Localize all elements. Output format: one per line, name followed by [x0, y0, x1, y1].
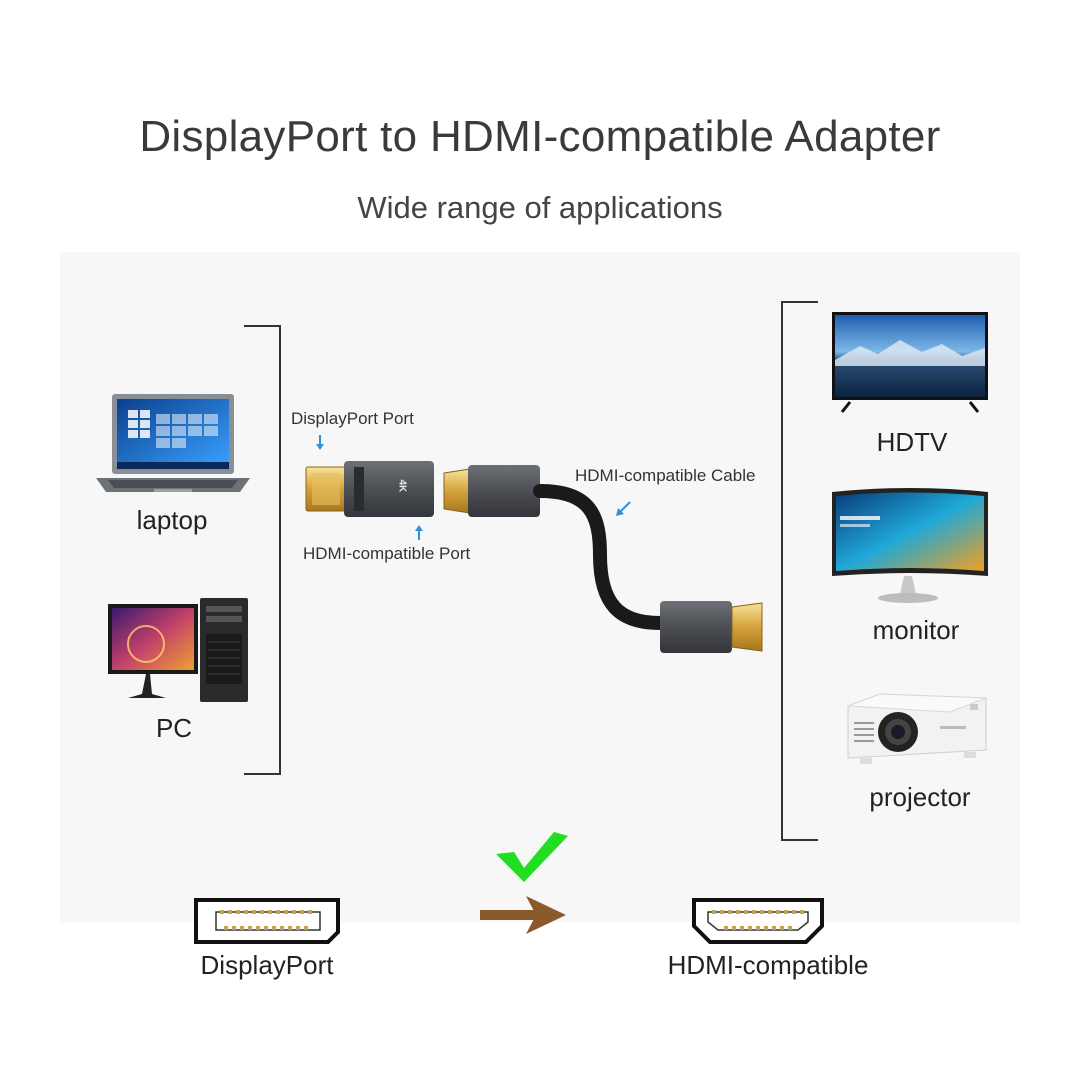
callout-hdmi-port: HDMI-compatible Port — [303, 544, 471, 563]
callout-arrow-diagonal-icon — [616, 501, 631, 516]
source-bracket — [244, 325, 281, 775]
output-label-monitor: monitor — [872, 615, 960, 645]
adapter-cable-illustration — [305, 461, 763, 653]
hdmi-label: HDMI-compatible — [667, 950, 869, 980]
callout-arrow-up-icon — [415, 525, 423, 540]
desktop-pc-icon — [108, 598, 248, 702]
page-title: DisplayPort to HDMI-compatible Adapter — [139, 112, 941, 161]
tv-icon — [832, 312, 988, 413]
curved-monitor-icon — [832, 488, 988, 603]
callout-displayport-port: DisplayPort Port — [291, 409, 414, 428]
adapter-badge: 4K — [396, 479, 408, 493]
source-label-laptop: laptop — [136, 505, 208, 535]
displayport-connector-icon — [194, 898, 340, 944]
output-label-hdtv: HDTV — [876, 427, 948, 457]
arrow-right-icon — [480, 896, 566, 934]
callout-arrow-down-icon — [316, 435, 324, 450]
output-label-projector: projector — [869, 782, 971, 812]
source-label-pc: PC — [155, 713, 193, 743]
projector-icon — [847, 693, 987, 764]
displayport-label: DisplayPort — [200, 950, 334, 980]
output-bracket — [781, 301, 818, 841]
hdmi-connector-icon — [692, 898, 824, 944]
callout-hdmi-cable: HDMI-compatible Cable — [575, 466, 756, 485]
checkmark-icon — [496, 832, 568, 882]
laptop-icon — [96, 394, 250, 492]
page-subtitle: Wide range of applications — [357, 190, 723, 225]
